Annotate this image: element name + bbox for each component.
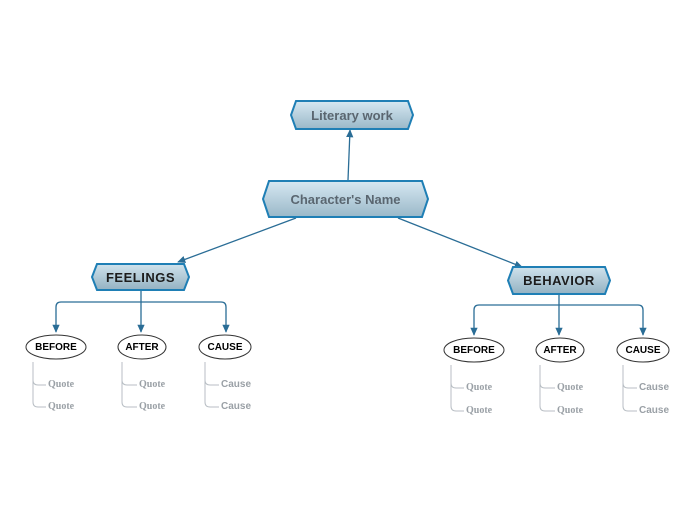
behavior-label: BEHAVIOR [523, 273, 595, 288]
literary-work-label: Literary work [311, 107, 393, 123]
feelings-cause-item-2[interactable]: Cause [221, 401, 252, 412]
feelings-before-quote-1[interactable]: Quote [48, 379, 75, 390]
behavior-after-quote-1[interactable]: Quote [557, 382, 584, 393]
behavior-after-quote-2[interactable]: Quote [557, 405, 584, 416]
behavior-before-label: BEFORE [453, 344, 495, 356]
behavior-before-quote-2[interactable]: Quote [466, 405, 493, 416]
feelings-after-node[interactable]: AFTER [117, 334, 167, 360]
behavior-cause-item-1[interactable]: Cause [639, 382, 670, 393]
leaf-brackets-feelings [32, 362, 219, 408]
feelings-before-label: BEFORE [35, 341, 77, 353]
character-name-label: Character's Name [290, 191, 401, 207]
feelings-before-quote-2[interactable]: Quote [48, 401, 75, 412]
feelings-label: FEELINGS [105, 269, 175, 285]
behavior-before-quote-1[interactable]: Quote [466, 382, 493, 393]
link-center-to-feelings [177, 217, 297, 263]
link-center-to-literary-work [346, 129, 354, 181]
feelings-cause-node[interactable]: CAUSE [198, 334, 252, 360]
behavior-cause-item-2[interactable]: Cause [639, 405, 670, 416]
feelings-cause-label: CAUSE [207, 341, 243, 353]
feelings-after-label: AFTER [125, 341, 159, 353]
character-name-node[interactable]: Character's Name [261, 180, 430, 218]
link-center-to-behavior [397, 217, 523, 268]
behavior-after-label: AFTER [543, 344, 577, 356]
feelings-after-quote-1[interactable]: Quote [139, 379, 166, 390]
behavior-node[interactable]: BEHAVIOR [506, 266, 612, 295]
feelings-node[interactable]: FEELINGS [90, 263, 191, 291]
feelings-before-node[interactable]: BEFORE [25, 334, 87, 360]
behavior-cause-label: CAUSE [625, 344, 661, 356]
feelings-cause-item-1[interactable]: Cause [221, 379, 252, 390]
literary-work-node[interactable]: Literary work [289, 100, 415, 130]
leaf-brackets-behavior [450, 365, 637, 412]
behavior-after-node[interactable]: AFTER [535, 337, 585, 363]
behavior-cause-node[interactable]: CAUSE [616, 337, 670, 363]
behavior-before-node[interactable]: BEFORE [443, 337, 505, 363]
feelings-after-quote-2[interactable]: Quote [139, 401, 166, 412]
